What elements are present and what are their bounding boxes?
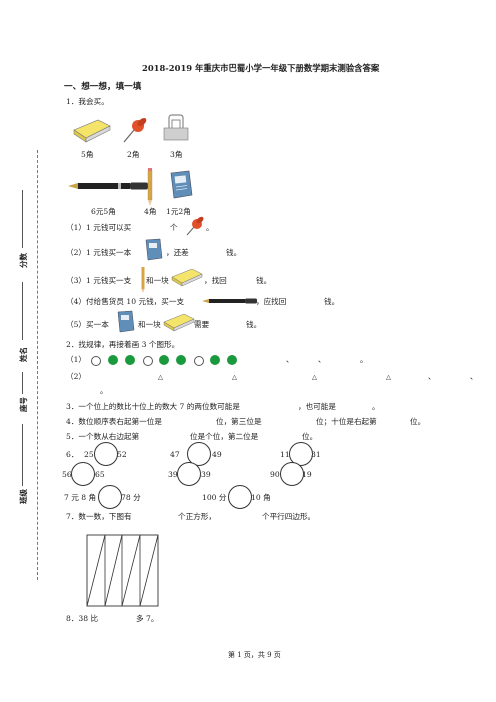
green-dot (159, 355, 169, 365)
name-line (22, 282, 23, 340)
green-dot (108, 355, 118, 365)
notebook-icon (117, 310, 135, 333)
pushpin-icon (123, 118, 147, 143)
white-dot (194, 356, 204, 366)
q7-text: 7．数一数，下图有 (66, 512, 132, 521)
q5-text: 5．一个数从右边起第 (66, 432, 140, 441)
green-dot (176, 355, 186, 365)
q2-label: 2．找规律，再接着画 3 个图形。 (66, 340, 180, 349)
seat-label: 座号 (19, 397, 28, 412)
class-line (22, 424, 23, 486)
score-line (22, 190, 23, 248)
compare-circle[interactable] (71, 462, 95, 486)
notebook-icon (145, 238, 163, 261)
green-dot (227, 355, 237, 365)
q1-sub4-text: （4）付给售货员 10 元钱，买一支 (66, 297, 185, 306)
q1-label: 1．我会买。 (66, 97, 109, 106)
price-clip: 3角 (170, 150, 183, 159)
q1-sub3-text: （3）1 元钱买一支 (66, 276, 132, 285)
white-dot (91, 356, 101, 366)
eraser-icon (163, 313, 195, 332)
compare-circle[interactable] (177, 462, 201, 486)
triangle: △ (232, 373, 237, 381)
price-notebook: 1元2角 (166, 207, 191, 216)
class-label: 班级 (19, 489, 28, 504)
notebook-icon (170, 170, 193, 199)
section-heading: 一、想一想，填一填 (64, 82, 142, 92)
eraser-icon (73, 119, 111, 143)
triangle: △ (386, 373, 391, 381)
seat-line (22, 372, 23, 394)
eraser-icon (171, 268, 203, 287)
q8-text: 8．38 比 (66, 614, 99, 623)
q1-sub1-text: （1）1 元钱可以买 (66, 223, 132, 232)
triangle: △ (158, 373, 163, 381)
score-label: 分数 (19, 253, 28, 268)
price-pencil: 4角 (144, 207, 157, 216)
pencil-icon (147, 168, 153, 206)
page-footer: 第 1 页，共 9 页 (228, 651, 281, 659)
pushpin-icon (186, 216, 204, 236)
pen-icon (68, 182, 148, 190)
price-pen: 6元5角 (91, 207, 116, 216)
triangle: △ (312, 373, 317, 381)
green-dot (125, 355, 135, 365)
q1-sub2-text: （2）1 元钱买一本 (66, 248, 132, 257)
compare-circle[interactable] (94, 442, 118, 466)
pen-icon (202, 298, 257, 304)
pencil-icon (141, 267, 145, 293)
q6-label: 6． (66, 450, 79, 459)
price-pushpin: 2角 (127, 150, 140, 159)
compare-circle[interactable] (228, 485, 252, 509)
q1-sub5-text: （5）买一本 (66, 320, 109, 329)
parallelogram-figure (86, 534, 159, 607)
price-eraser: 5角 (81, 150, 94, 159)
green-dot (210, 355, 220, 365)
name-label: 姓名 (19, 347, 28, 362)
q4-text: 4．数位顺序表右起第一位是 (66, 417, 162, 426)
white-dot (143, 356, 153, 366)
compare-circle[interactable] (280, 462, 304, 486)
binder-clip-icon (163, 114, 189, 141)
binding-line (37, 150, 38, 580)
document-title: 2018-2019 年重庆市巴蜀小学一年级下册数学期末测验含答案 (142, 63, 380, 73)
compare-circle[interactable] (98, 485, 122, 509)
q3-text: 3．一个位上的数比十位上的数大 7 的两位数可能是 (66, 402, 240, 411)
